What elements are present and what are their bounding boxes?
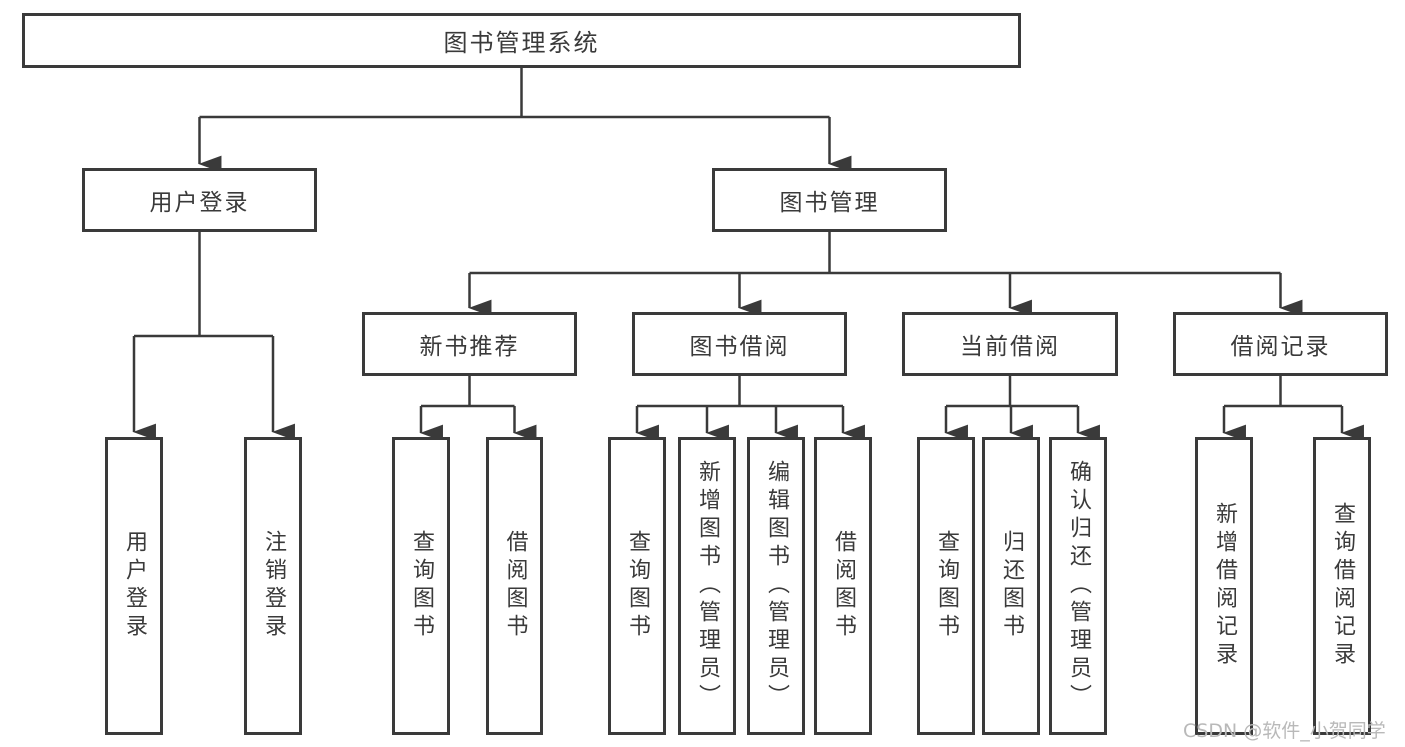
leaf-borrow-books-recommend: 借阅图书 — [486, 437, 543, 735]
node-book-borrow: 图书借阅 — [632, 312, 847, 376]
leaf-add-books-admin: 新增图书（管理员） — [678, 437, 736, 735]
leaf-borrow-books: 借阅图书 — [814, 437, 872, 735]
node-library-management-system: 图书管理系统 — [22, 13, 1021, 68]
leaf-query-books-current: 查询图书 — [917, 437, 975, 735]
node-new-book-recommend: 新书推荐 — [362, 312, 577, 376]
leaf-logout: 注销登录 — [244, 437, 302, 735]
node-current-borrow: 当前借阅 — [902, 312, 1118, 376]
node-book-management: 图书管理 — [712, 168, 947, 232]
leaf-edit-books-admin: 编辑图书（管理员） — [747, 437, 805, 735]
node-user-login: 用户登录 — [82, 168, 317, 232]
leaf-confirm-return-admin: 确认归还（管理员） — [1049, 437, 1107, 735]
leaf-return-books: 归还图书 — [982, 437, 1040, 735]
leaf-query-borrow-record: 查询借阅记录 — [1313, 437, 1371, 735]
node-borrow-record: 借阅记录 — [1173, 312, 1388, 376]
watermark: CSDN @软件_小贺同学 — [1183, 720, 1386, 742]
leaf-query-books-borrow: 查询图书 — [608, 437, 666, 735]
leaf-add-borrow-record: 新增借阅记录 — [1195, 437, 1253, 735]
leaf-user-login: 用户登录 — [105, 437, 163, 735]
leaf-query-books-recommend: 查询图书 — [392, 437, 450, 735]
